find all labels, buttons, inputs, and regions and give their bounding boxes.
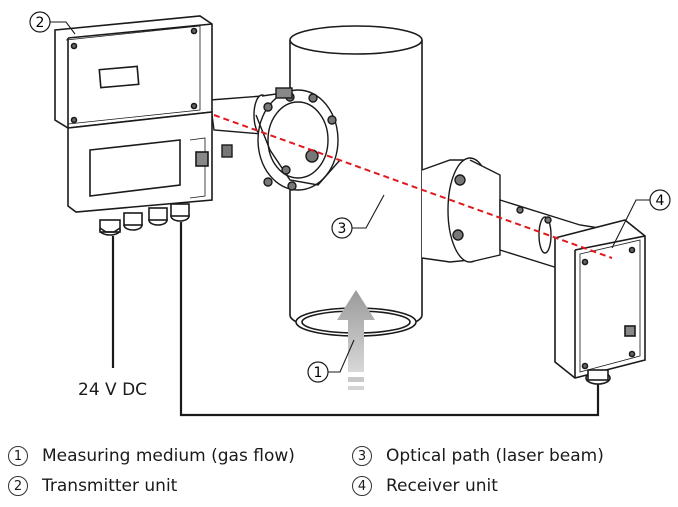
legend-item-3: 3 Optical path (laser beam) bbox=[352, 442, 604, 470]
callout-3: 3 bbox=[331, 217, 353, 239]
legend-text: Transmitter unit bbox=[42, 476, 178, 496]
callout-1-label: 1 bbox=[314, 365, 323, 381]
legend-item-1: 1 Measuring medium (gas flow) bbox=[8, 442, 295, 470]
interconnect-cable bbox=[179, 222, 600, 417]
callouts: 2 3 4 1 bbox=[29, 11, 671, 383]
gas-flow-arrow bbox=[337, 290, 375, 390]
transmitter-unit bbox=[54, 15, 213, 236]
legend-text: Receiver unit bbox=[386, 476, 498, 496]
legend-item-2: 2 Transmitter unit bbox=[8, 472, 177, 500]
callout-leaders bbox=[50, 21, 650, 373]
legend-text: Measuring medium (gas flow) bbox=[42, 446, 295, 466]
legend-number: 4 bbox=[352, 476, 372, 496]
cables bbox=[111, 222, 600, 417]
legend: 1 Measuring medium (gas flow) 2 Transmit… bbox=[0, 440, 678, 507]
callout-3-label: 3 bbox=[338, 221, 347, 237]
transmitter-mounting-flange bbox=[209, 87, 341, 191]
callout-4: 4 bbox=[649, 189, 671, 211]
receiver-unit bbox=[554, 219, 646, 385]
legend-text: Optical path (laser beam) bbox=[386, 446, 604, 466]
legend-item-4: 4 Receiver unit bbox=[352, 472, 498, 500]
callout-2: 2 bbox=[29, 11, 51, 33]
legend-number: 3 bbox=[352, 446, 372, 466]
callout-1: 1 bbox=[307, 361, 329, 383]
legend-number: 1 bbox=[8, 446, 28, 466]
laser-beam-line bbox=[213, 114, 613, 259]
legend-number: 2 bbox=[8, 476, 28, 496]
callout-4-label: 4 bbox=[656, 193, 665, 209]
callout-2-label: 2 bbox=[36, 15, 45, 31]
receiver-mounting-flange bbox=[421, 157, 613, 281]
cable-glands bbox=[99, 203, 190, 236]
supply-voltage-label: 24 V DC bbox=[78, 380, 147, 400]
